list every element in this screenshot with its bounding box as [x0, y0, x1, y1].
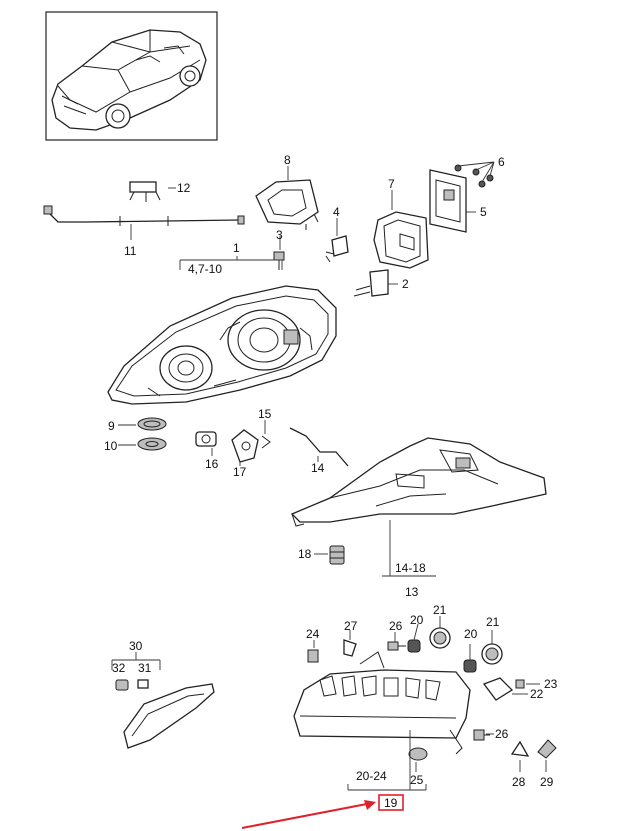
callout-16: 16: [205, 457, 219, 471]
screw-23: [515, 679, 525, 689]
callout-20b: 20: [464, 627, 478, 641]
cover-cap: [255, 179, 319, 230]
callout-23: 23: [544, 677, 558, 691]
callout-11: 11: [124, 244, 137, 258]
callout-4: 4: [333, 205, 340, 219]
callout-6: 6: [498, 155, 505, 169]
gasket-ring: [137, 417, 167, 451]
callout-21a: 21: [433, 603, 447, 617]
callout-25: 25: [410, 773, 424, 787]
module-22: [482, 677, 514, 701]
callout-29: 29: [540, 775, 554, 789]
cap-21a: [429, 627, 451, 649]
callout-30: 30: [129, 639, 143, 653]
callout-20a: 20: [410, 613, 424, 627]
callout-12: 12: [177, 181, 191, 195]
screw-3: [273, 251, 285, 270]
callout-32: 32: [112, 661, 126, 675]
callout-8: 8: [284, 153, 291, 167]
screw-26a: [387, 641, 406, 651]
bolt-16: [195, 431, 217, 447]
callout-26b: 26: [495, 727, 509, 741]
cap-21b: [481, 643, 503, 665]
callout-10: 10: [104, 439, 118, 453]
callout-28: 28: [512, 775, 526, 789]
callout-24: 24: [306, 627, 320, 641]
bulb-holder-32: [115, 679, 129, 691]
side-marker-light: [123, 683, 215, 749]
callout-19: 19: [384, 796, 398, 810]
callout-26a: 26: [389, 619, 403, 633]
spacer-18: [329, 545, 345, 565]
callout-9: 9: [108, 419, 115, 433]
socket-connector: [353, 269, 389, 297]
highlight-arrow-head: [364, 800, 376, 810]
leader-lines: [111, 161, 547, 791]
clip-15: [261, 435, 271, 449]
headlight-assembly: [107, 285, 337, 405]
highlighted-callout: 19: [241, 794, 404, 829]
callout-14-18: 14-18: [395, 561, 426, 575]
screw-26b: [473, 729, 490, 741]
callout-3: 3: [276, 228, 283, 242]
callout-27: 27: [344, 619, 358, 633]
callout-1: 1: [233, 241, 240, 255]
wire-bracket: [289, 427, 349, 467]
callout-5: 5: [480, 205, 487, 219]
callout-21b: 21: [486, 615, 500, 629]
callout-17: 17: [233, 465, 247, 479]
callout-7: 7: [388, 177, 395, 191]
control-unit-bracket: [429, 164, 494, 233]
ballast-module: [373, 211, 429, 269]
callout-18: 18: [298, 547, 312, 561]
cap-29: [537, 739, 557, 759]
callout-13: 13: [405, 585, 419, 599]
bulb: [325, 235, 349, 263]
callout-31: 31: [138, 661, 152, 675]
highlight-arrow: [241, 802, 373, 829]
bulb-31: [137, 679, 149, 689]
wiring-harness: [43, 205, 245, 226]
adjuster-17: [231, 429, 259, 463]
callout-2: 2: [402, 277, 409, 291]
daytime-running-light: [293, 651, 471, 755]
bulb-socket-20b: [463, 659, 477, 673]
callout-4-7-10: 4,7-10: [188, 262, 222, 276]
screw-24: [307, 649, 319, 663]
grommet-25: [408, 747, 428, 761]
callout-15: 15: [258, 407, 272, 421]
clip-27: [343, 639, 357, 657]
carrier-plate: [290, 437, 547, 527]
callout-labels: 12 11 8 4 3 7 6 5 2 1 4,7-10 9 10 16 17 …: [104, 153, 558, 789]
bulb-socket-20a: [407, 639, 421, 653]
highlight-box: [378, 794, 404, 811]
callout-22: 22: [530, 687, 544, 701]
clip-28: [510, 740, 530, 757]
callout-14: 14: [311, 461, 325, 475]
clip-set: [129, 181, 161, 202]
callout-20-24: 20-24: [356, 769, 387, 783]
vehicle-thumbnail: [45, 11, 218, 141]
